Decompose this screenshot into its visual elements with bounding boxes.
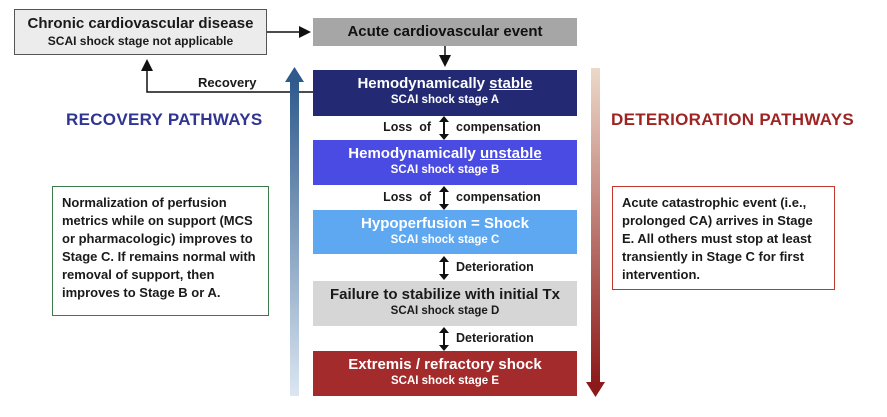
connector-b-c-left: Loss of (383, 190, 431, 204)
recovery-pathway-arrow (290, 80, 299, 396)
stage-b-subtitle: SCAI shock stage B (390, 164, 500, 176)
connector-b-c: Loss of compensation (313, 186, 577, 210)
connector-b-c-right: compensation (456, 190, 541, 204)
stage-b-box: Hemodynamically unstable SCAI shock stag… (313, 140, 577, 185)
stage-c-subtitle: SCAI shock stage C (390, 234, 500, 246)
connector-c-d: Deterioration (313, 256, 577, 280)
recovery-pathway-arrowhead (285, 67, 304, 82)
connector-d-e: Deterioration (313, 327, 577, 351)
stage-a-subtitle: SCAI shock stage A (390, 94, 500, 106)
stage-d-subtitle: SCAI shock stage D (390, 305, 500, 317)
stage-e-box: Extremis / refractory shock SCAI shock s… (313, 351, 577, 396)
connector-a-b: Loss of compensation (313, 116, 577, 140)
double-arrow-icon (439, 186, 449, 210)
stage-c-title: Hypoperfusion = Shock (361, 215, 529, 232)
stage-a-box: Hemodynamically stable SCAI shock stage … (313, 70, 577, 116)
double-arrow-icon (439, 116, 449, 140)
connector-c-d-right: Deterioration (456, 260, 534, 274)
chronic-disease-box: Chronic cardiovascular disease SCAI shoc… (14, 9, 267, 55)
double-arrow-icon (439, 327, 449, 351)
acute-event-box: Acute cardiovascular event (313, 18, 577, 46)
connector-a-b-left: Loss of (383, 120, 431, 134)
stage-e-subtitle: SCAI shock stage E (390, 375, 499, 387)
recovery-pathways-title: RECOVERY PATHWAYS (66, 110, 263, 129)
stage-d-box: Failure to stabilize with initial Tx SCA… (313, 281, 577, 326)
deterioration-note: Acute catastrophic event (i.e., prolonge… (612, 186, 835, 290)
recovery-note: Normalization of perfusion metrics while… (52, 186, 269, 316)
connector-d-e-right: Deterioration (456, 331, 534, 345)
stage-b-title: Hemodynamically unstable (348, 145, 542, 162)
stage-e-title: Extremis / refractory shock (348, 356, 542, 373)
deterioration-pathway-arrowhead (586, 382, 605, 397)
recovery-arrow-label: Recovery (198, 75, 257, 90)
double-arrow-icon (439, 256, 449, 280)
deterioration-pathways-title: DETERIORATION PATHWAYS (611, 110, 855, 129)
chronic-disease-subtitle: SCAI shock stage not applicable (47, 34, 234, 48)
chronic-disease-title: Chronic cardiovascular disease (27, 15, 254, 32)
connector-a-b-right: compensation (456, 120, 541, 134)
stage-a-title: Hemodynamically stable (357, 75, 533, 92)
stage-d-title: Failure to stabilize with initial Tx (329, 286, 561, 303)
stage-c-box: Hypoperfusion = Shock SCAI shock stage C (313, 210, 577, 254)
deterioration-pathway-arrow (591, 68, 600, 384)
recovery-to-chronic-arrow (141, 59, 313, 93)
